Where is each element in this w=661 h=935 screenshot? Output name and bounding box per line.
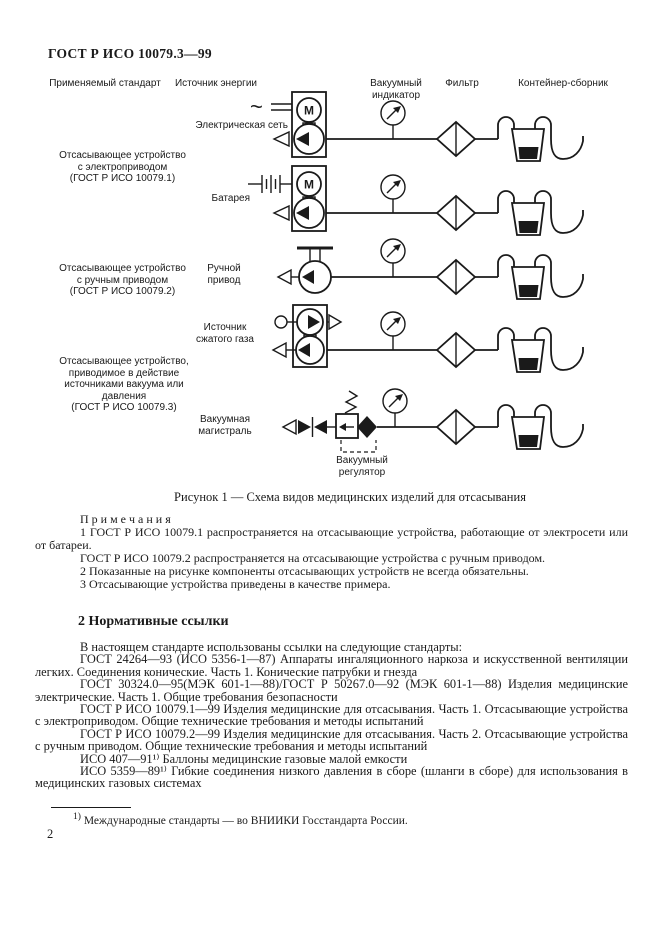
note-item: 3 Отсасывающие устройства приведены в ка…	[80, 577, 391, 591]
filter-icon	[436, 259, 476, 295]
vacuum-gauge-icon	[380, 238, 406, 278]
label-line: магистраль	[198, 425, 252, 437]
label-line: (ГОСТ Р ИСО 10079.3)	[71, 402, 177, 413]
exhaust-arrow-icon	[276, 268, 292, 286]
notes-title: П р и м е ч а н и я	[80, 512, 171, 526]
filter-icon	[436, 121, 476, 157]
check-valve-icon	[298, 420, 311, 434]
vacuum-gauge-icon	[382, 388, 408, 428]
notes-block: П р и м е ч а н и я 1 ГОСТ Р ИСО 10079.1…	[35, 513, 628, 591]
row-compressed-gas	[271, 304, 584, 373]
vacuum-regulator-box	[335, 413, 359, 439]
column-header-energy-source: Источник энергии	[174, 78, 258, 89]
pipeline-arrow-icon	[281, 418, 297, 436]
column-header-applied-standard: Применяемый стандарт	[49, 78, 161, 89]
note-item: 1 ГОСТ Р ИСО 10079.1 распространяется на…	[35, 525, 628, 552]
figure-caption: Рисунок 1 — Схема видов медицинских изде…	[174, 490, 526, 504]
label-line: источниками вакуума или	[64, 379, 184, 390]
label-line: Вакуумный	[336, 455, 388, 466]
column-header-line: индикатор	[371, 89, 421, 101]
footnote-marker: 1)	[73, 811, 81, 822]
label-line: с ручным приводом	[76, 274, 169, 286]
label-line: привод	[207, 274, 241, 286]
source-label-vacuum-line: Вакуумная магистраль	[190, 414, 260, 437]
spring-adjust-icon	[344, 390, 359, 414]
collection-container-icon	[497, 327, 584, 373]
filter-icon	[436, 409, 476, 445]
label-line: (ГОСТ Р ИСО 10079.1)	[69, 173, 176, 184]
standard-label-vacuum: Отсасывающее устройство, приводимое в де…	[48, 356, 200, 414]
label-line: регулятор	[338, 466, 386, 478]
regulator-valve-icon	[357, 416, 377, 438]
label-line: Источник	[203, 322, 247, 333]
row-vacuum-pipeline	[281, 388, 584, 453]
footnote-rule	[51, 807, 131, 808]
label-line: сжатого газа	[196, 333, 254, 345]
reference-item: ГОСТ 24264—93 (ИСО 5356-1—87) Аппараты и…	[35, 652, 628, 679]
vacuum-regulator-label: Вакуумный регулятор	[324, 455, 400, 478]
section-intro: В настоящем стандарте использованы ссылк…	[80, 640, 463, 654]
note-item: 2 Показанные на рисунке компоненты отсас…	[80, 564, 529, 578]
vacuum-gauge-icon	[380, 311, 406, 351]
label-line: Отсасывающее устройство	[59, 150, 186, 161]
exhaust-arrow-icon	[328, 313, 343, 331]
ac-mains-icon: ~	[250, 94, 263, 119]
check-valve-icon	[314, 420, 327, 434]
page-title: ГОСТ Р ИСО 10079.3—99	[48, 46, 212, 61]
label-line: давления	[101, 390, 147, 402]
footnote: 1) Международные стандарты — во ВНИИКИ Г…	[51, 811, 611, 827]
exhaust-arrow-icon	[271, 341, 287, 359]
source-label-battery: Батарея	[211, 193, 250, 204]
reference-item: ГОСТ Р ИСО 10079.2—99 Изделия медицински…	[35, 726, 628, 754]
row-electric-mains: ~	[250, 91, 584, 162]
reference-item: ИСО 407—91¹⁾ Баллоны медицинские газовые…	[80, 751, 408, 766]
column-header-filter: Фильтр	[445, 78, 479, 89]
label-line: (ГОСТ Р ИСО 10079.2)	[69, 286, 176, 297]
note-item: ГОСТ Р ИСО 10079.2 распространяется на о…	[80, 551, 546, 565]
vacuum-gauge-icon	[380, 174, 406, 214]
reference-item: ИСО 5359—89¹⁾ Гибкие соединения низкого …	[35, 764, 628, 791]
filter-icon	[436, 195, 476, 231]
regulator-bracket	[340, 440, 377, 453]
label-line: Ручной	[207, 263, 241, 274]
source-label-mains: Электрическая сеть	[195, 120, 288, 131]
column-header-vacuum-indicator: Вакуумный индикатор	[363, 78, 429, 101]
label-line: приводимое в действие	[68, 367, 180, 379]
row-battery	[248, 165, 584, 236]
label-line: Отсасывающее устройство	[59, 263, 186, 274]
source-label-gas: Источник сжатого газа	[190, 322, 260, 345]
collection-container-icon	[497, 116, 584, 162]
footnote-text: Международные стандарты — во ВНИИКИ Госс…	[80, 814, 408, 827]
motor-pump-icon	[273, 91, 327, 158]
gas-inlet-icon	[274, 315, 288, 329]
column-header-line: Вакуумный	[370, 78, 422, 89]
label-line: Отсасывающее устройство,	[59, 356, 189, 367]
collection-container-icon	[497, 190, 584, 236]
page-number: 2	[47, 827, 54, 841]
filter-icon	[436, 332, 476, 368]
section-heading: 2 Нормативные ссылки	[78, 614, 229, 629]
standard-label-manual: Отсасывающее устройство с ручным приводо…	[50, 263, 195, 298]
references-block: В настоящем стандарте использованы ссылк…	[35, 641, 628, 790]
row-hand-drive	[276, 238, 584, 300]
reference-item: ГОСТ 30324.0—95(МЭК 601-1—88)/ГОСТ Р 502…	[35, 677, 628, 704]
label-line: с электроприводом	[77, 161, 168, 173]
source-label-hand: Ручной привод	[196, 263, 252, 286]
standard-label-electric: Отсасывающее устройство с электроприводо…	[50, 150, 195, 185]
collection-container-icon	[497, 254, 584, 300]
reference-item: ГОСТ Р ИСО 10079.1—99 Изделия медицински…	[35, 702, 628, 729]
collection-container-icon	[497, 404, 584, 450]
motor-pump-icon	[273, 165, 327, 232]
vacuum-gauge-icon	[380, 100, 406, 140]
label-line: Вакуумная	[200, 414, 250, 425]
column-header-container: Контейнер-сборник	[518, 78, 608, 89]
